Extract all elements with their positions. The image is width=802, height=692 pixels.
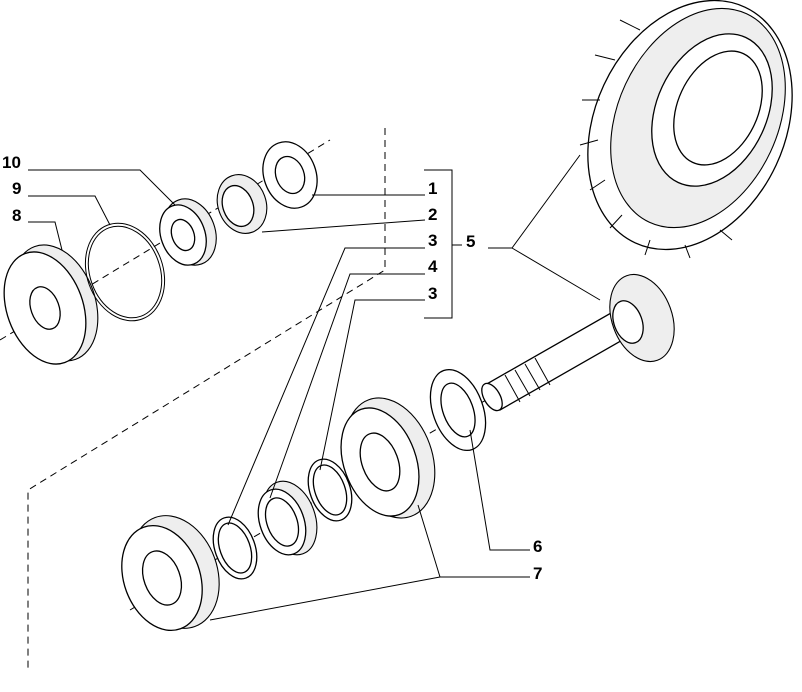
part-8-cover: [3, 244, 99, 365]
callout-8: 8: [12, 206, 22, 225]
part-3-ring: [307, 458, 353, 522]
part-1-washer: [262, 141, 318, 209]
callout-4: 4: [428, 257, 438, 276]
callout-3: 3: [428, 231, 438, 250]
pinion-shaft: [481, 273, 675, 412]
part-10-bearing: [159, 198, 217, 266]
ring-gear: [579, 0, 793, 259]
part-3-ring: [212, 516, 258, 580]
part-9-o-ring: [84, 222, 166, 322]
axis-dashed-line: [27, 128, 386, 668]
part-2-nut: [216, 174, 268, 234]
callout-3-lower: 3: [428, 284, 438, 303]
callout-1: 1: [428, 179, 438, 198]
callout-9: 9: [12, 179, 22, 198]
part-7-bearing: [340, 397, 436, 519]
part-7-bearing: [121, 515, 220, 632]
callout-2: 2: [428, 205, 438, 224]
callout-10: 10: [2, 153, 21, 172]
part-6-washer: [429, 368, 487, 452]
part-4-spacer: [257, 480, 318, 556]
leader-lines: [28, 154, 601, 621]
callout-6: 6: [533, 537, 543, 556]
callout-7: 7: [533, 564, 543, 583]
callout-5: 5: [466, 232, 476, 251]
